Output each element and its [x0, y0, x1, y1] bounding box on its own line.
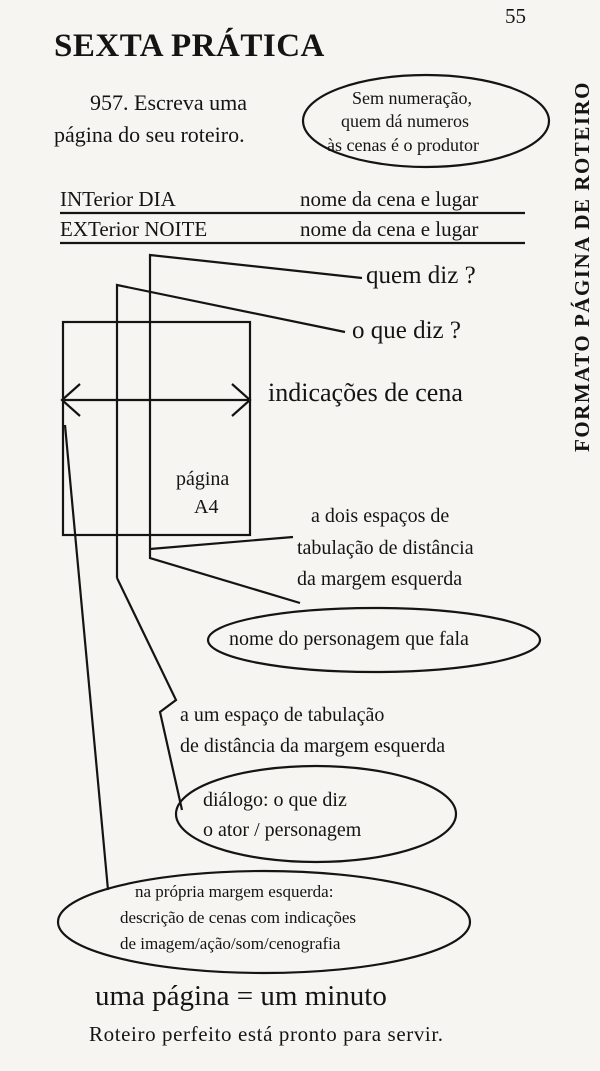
dialogue-line-1: diálogo: o que diz [203, 789, 347, 811]
exercise-line-1: 957. Escreva uma [90, 90, 247, 115]
footer-text: Roteiro perfeito está pronto para servir… [89, 1022, 444, 1046]
page-box-line-2: A4 [194, 496, 219, 518]
margin-line-3: de imagem/ação/som/cenografia [120, 934, 341, 953]
character-oval-label: nome do personagem que fala [229, 628, 469, 650]
um-espaco-line-1: a um espaço de tabulação [180, 704, 385, 726]
margin-line-2: descrição de cenas com indicações [120, 908, 356, 927]
header-row-1-left: INTerior DIA [60, 187, 176, 211]
dois-espacos-line-1: a dois espaços de [311, 505, 450, 527]
note-line-2: quem dá numeros [341, 111, 469, 131]
page-title: SEXTA PRÁTICA [54, 28, 325, 64]
side-title: FORMATO PÁGINA DE ROTEIRO [570, 81, 594, 452]
margin-line-1: na própria margem esquerda: [135, 882, 334, 901]
note-line-3: às cenas é o produtor [327, 135, 479, 155]
note-oval [301, 73, 551, 169]
dialogue-column-line [115, 283, 346, 578]
um-espaco-line-2: de distância da margem esquerda [180, 735, 446, 757]
header-row-2-right: nome da cena e lugar [300, 217, 479, 241]
dialogue-oval [174, 764, 458, 864]
exercise-line-2: página do seu roteiro. [54, 122, 245, 147]
o-que-diz-label: o que diz ? [352, 317, 461, 344]
page-box-line-1: página [176, 468, 230, 490]
header-row-1-right: nome da cena e lugar [300, 187, 479, 211]
page-box [61, 320, 252, 537]
margin-oval [56, 869, 472, 975]
dialogue-line-2: o ator / personagem [203, 819, 362, 841]
page-number: 55 [505, 4, 526, 28]
dois-espacos-line-2: tabulação de distância [297, 537, 474, 559]
rule-text: uma página = um minuto [95, 980, 387, 1012]
note-line-1: Sem numeração, [352, 88, 472, 108]
quem-diz-label: quem diz ? [366, 262, 476, 289]
indicacoes-label: indicações de cena [268, 378, 463, 407]
character-column-line [148, 253, 363, 549]
dois-espacos-line-3: da margem esquerda [297, 568, 463, 590]
header-row-2-left: EXTerior NOITE [60, 217, 208, 241]
character-oval [206, 606, 542, 674]
